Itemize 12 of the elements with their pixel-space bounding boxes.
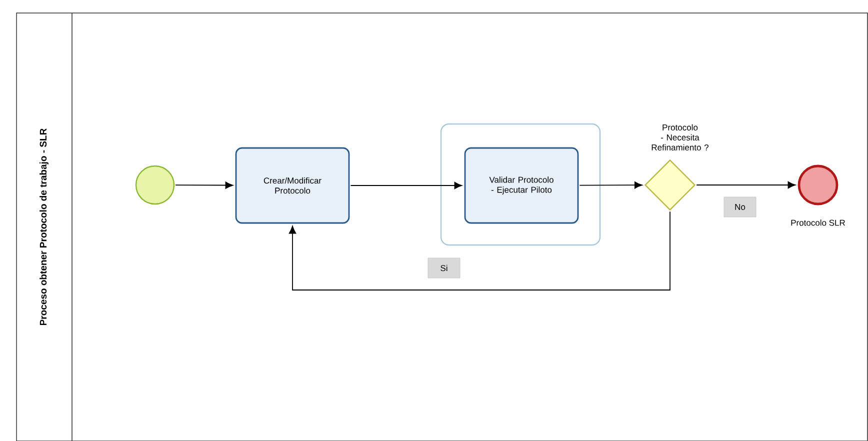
node-label: Protocolo - Necesita Refinamiento ? bbox=[652, 124, 708, 150]
arrow bbox=[696, 181, 796, 189]
arrow bbox=[350, 182, 462, 190]
start-event-circle bbox=[135, 165, 175, 205]
task-box: Validar Protocolo - Ejecutar Piloto bbox=[464, 147, 579, 224]
node-label: Protocolo SLR bbox=[791, 220, 845, 226]
task-box: Crear/Modificar Protocolo bbox=[235, 147, 350, 224]
arrow bbox=[288, 211, 670, 290]
arrow bbox=[175, 182, 234, 189]
arrow bbox=[579, 182, 642, 189]
edge-label: Si bbox=[428, 258, 460, 278]
edge-label: No bbox=[724, 196, 756, 218]
